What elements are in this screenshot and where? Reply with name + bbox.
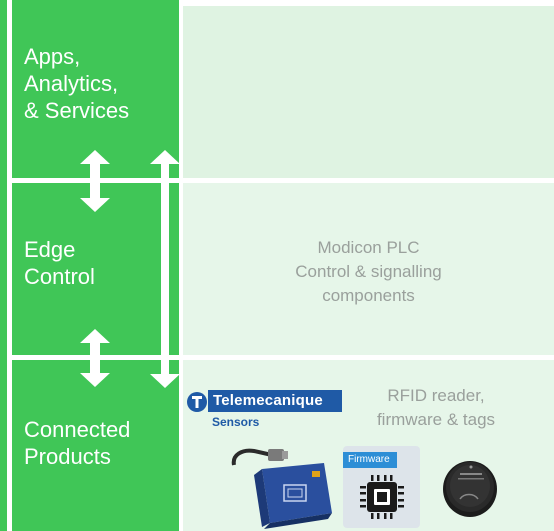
left-border [0,0,7,531]
arrow-apps-products-icon [150,150,180,388]
edge-panel-line: components [322,286,415,305]
products-panel-text: RFID reader, firmware & tags [346,384,526,432]
rfid-reader-image [231,448,332,529]
edge-panel-text: Modicon PLC Control & signalling compone… [183,236,554,308]
firmware-image: Firmware [343,446,420,528]
brand-name: Telemecanique [213,392,323,409]
products-label: Connected Products [24,416,130,470]
apps-label-line: Apps, [24,44,81,69]
telemecanique-emblem-icon [187,392,207,412]
edge-label-line: Control [24,264,95,289]
firmware-badge-label: Firmware [348,454,390,465]
products-label-line: Connected [24,417,131,442]
products-panel-line: RFID reader, [387,386,485,405]
apps-label: Apps, Analytics, & Services [24,43,129,124]
arrow-apps-edge-icon [80,150,110,212]
apps-label-line: Analytics, [24,71,119,96]
apps-label-line: & Services [24,98,130,123]
edge-label-line: Edge [24,237,76,262]
rfid-tag-image [443,461,497,517]
edge-panel-line: Modicon PLC [317,238,420,257]
chip-icon [360,475,404,519]
arrow-edge-products-icon [80,329,110,387]
products-label-line: Products [24,444,111,469]
brand-sub: Sensors [212,415,260,429]
edge-panel-line: Control & signalling [295,262,442,281]
firmware-badge: Firmware [343,452,397,468]
edge-panel [183,183,554,355]
products-panel-line: firmware & tags [376,410,496,429]
layer-products [12,360,179,531]
edge-label: Edge Control [24,236,95,290]
layer-apps [12,0,179,178]
apps-panel [183,6,554,178]
layer-edge [12,183,179,355]
left-border-gap [7,0,12,531]
telemecanique-wordmark: Telemecanique [208,390,342,412]
telemecanique-logo: Telemecanique Sensors [186,390,346,432]
